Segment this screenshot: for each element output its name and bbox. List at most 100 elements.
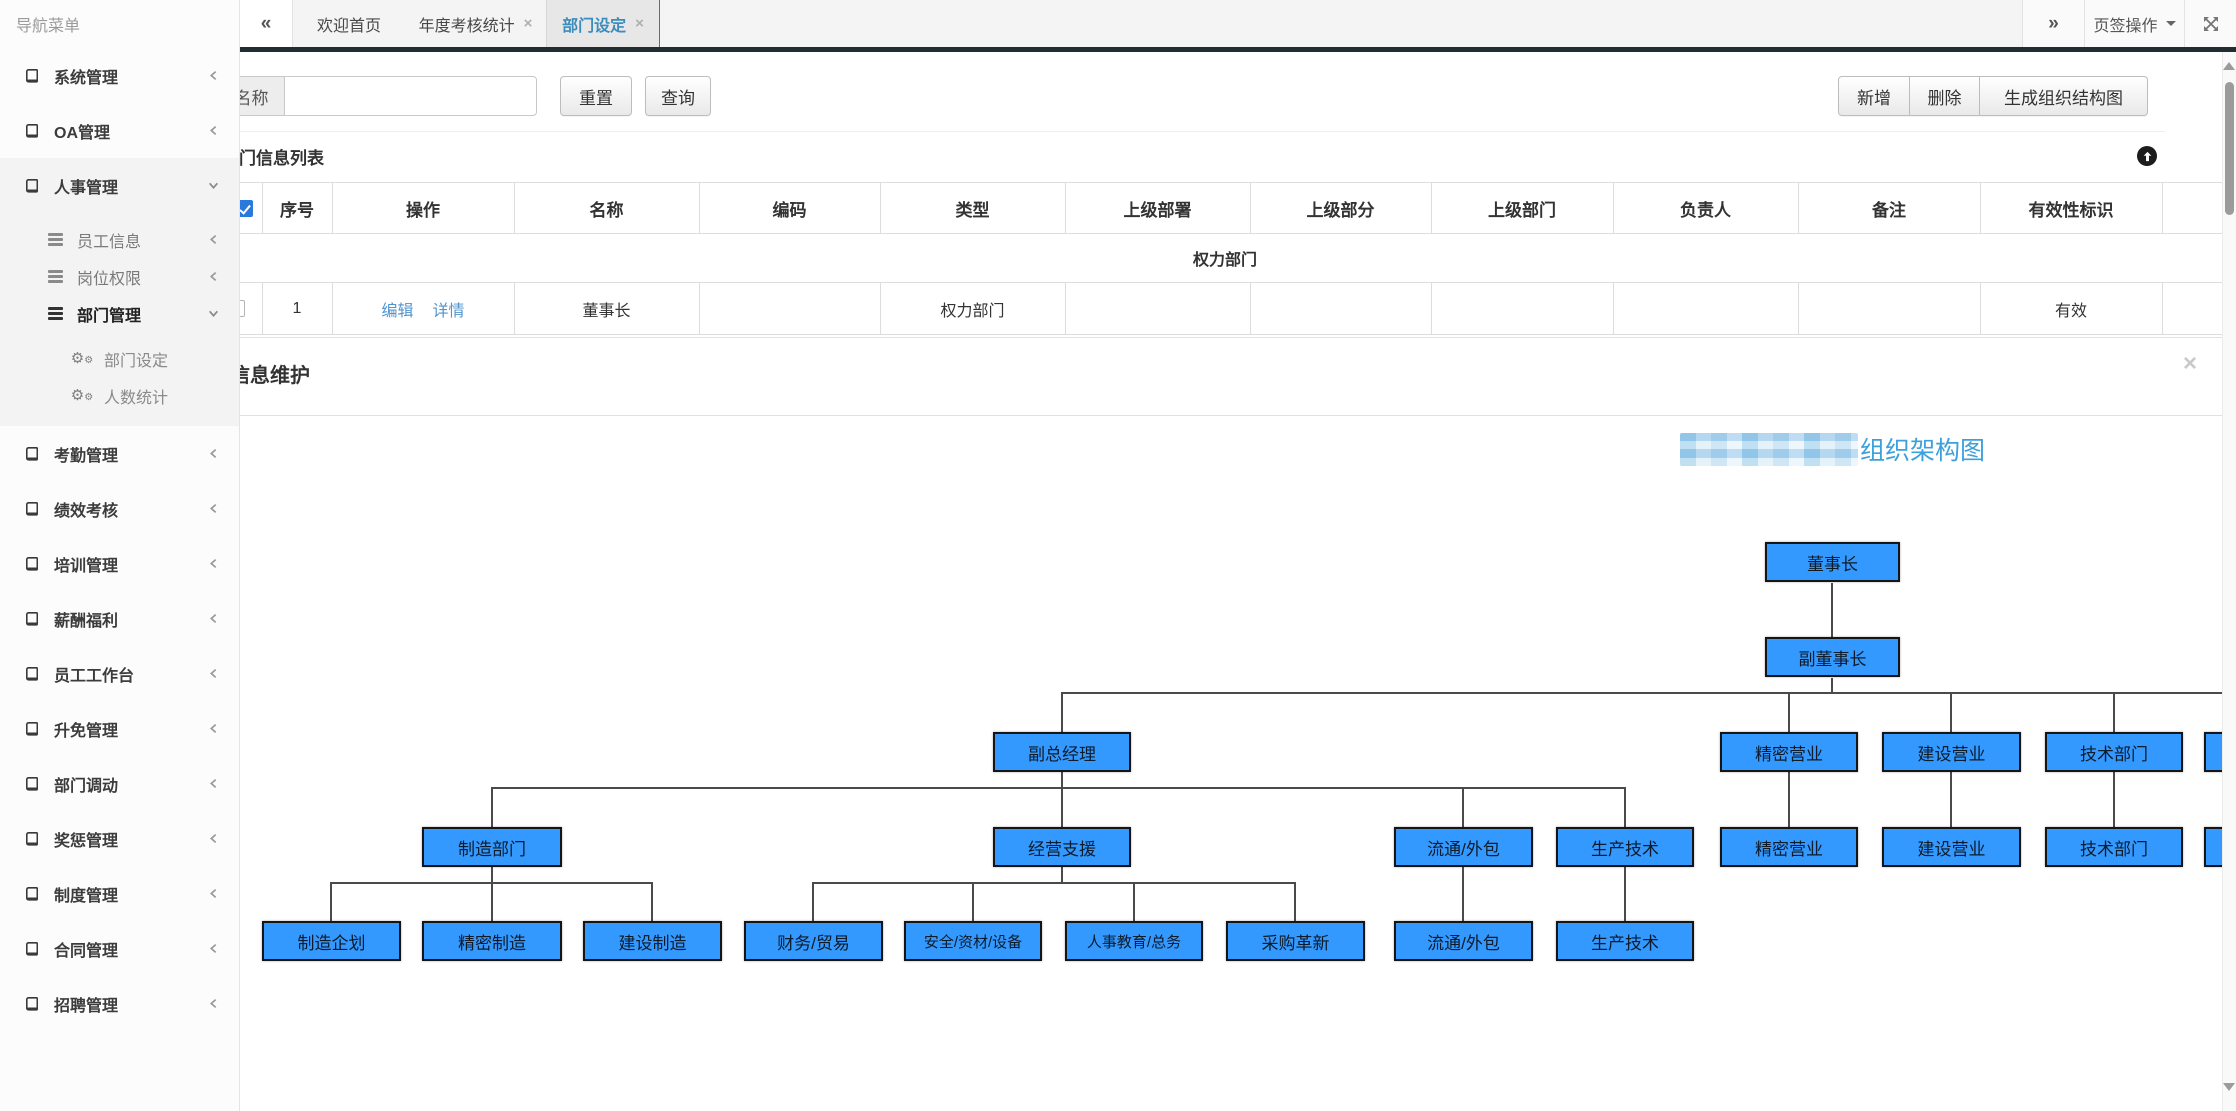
org-node-precision-mfg[interactable]: 精密制造 [422, 921, 562, 961]
org-connector [491, 787, 493, 827]
sidebar-item-dept-mgmt[interactable]: 部门管理 [0, 295, 239, 332]
org-connector [1294, 882, 1296, 921]
sidebar-item-promotion-mgmt[interactable]: 升免管理 [0, 701, 239, 756]
chevron-left-icon [209, 271, 217, 282]
sidebar-item-reward-punish-mgmt[interactable]: 奖惩管理 [0, 811, 239, 866]
org-node-precision-sales[interactable]: 精密营业 [1720, 732, 1858, 772]
arrow-up-icon [2143, 151, 2151, 161]
org-connector [491, 867, 493, 882]
sidebar-item-performance-review[interactable]: 绩效考核 [0, 481, 239, 536]
close-icon[interactable]: × [2183, 350, 2198, 377]
delete-button[interactable]: 删除 [1910, 76, 1980, 116]
tabbar-bottom-strip [240, 47, 2236, 52]
fullscreen-button[interactable] [2185, 0, 2236, 47]
org-connector [1624, 787, 1626, 827]
org-node-logistics-outsourcing-2[interactable]: 流通/外包 [1394, 921, 1533, 961]
search-button[interactable]: 查询 [645, 76, 711, 116]
sidebar-item-system-mgmt[interactable]: 系统管理 [0, 48, 239, 103]
org-connector [1950, 772, 1952, 827]
tab-welcome[interactable]: 欢迎首页 [316, 17, 381, 35]
column-header-10: 有效性标识 [1980, 182, 2163, 234]
close-tab-icon[interactable]: × [635, 15, 644, 32]
org-node-mfg-planning[interactable]: 制造企划 [262, 921, 401, 961]
org-node-logistics-outsourcing[interactable]: 流通/外包 [1394, 827, 1533, 867]
scrollbar-up-arrow[interactable] [2223, 62, 2235, 70]
sidebar-item-salary-welfare[interactable]: 薪酬福利 [0, 591, 239, 646]
cell-type: 权力部门 [880, 282, 1066, 335]
sidebar-item-headcount-stat[interactable]: ⚙⚙人数统计 [70, 386, 169, 407]
list-panel-title: 部门信息列表 [222, 149, 324, 168]
tabs-scroll-left-button[interactable]: « [240, 0, 293, 47]
org-node-procurement-innovation[interactable]: 采购革新 [1226, 921, 1365, 961]
column-header-9: 备注 [1798, 182, 1981, 234]
cell-seq: 1 [262, 282, 333, 335]
org-node-biz-support[interactable]: 经营支援 [993, 827, 1131, 867]
chevron-left-icon [209, 943, 217, 954]
edit-link[interactable]: 编辑 [381, 302, 414, 320]
detail-link[interactable]: 详情 [432, 302, 465, 320]
sidebar-item-post-permission[interactable]: 岗位权限 [0, 258, 239, 295]
tab-annual-review-stats[interactable]: 年度考核统计 × [418, 15, 533, 35]
cell-code [699, 282, 881, 335]
column-header-4: 类型 [880, 182, 1066, 234]
column-header-8: 负责人 [1613, 182, 1799, 234]
org-node-construction-mfg[interactable]: 建设制造 [583, 921, 722, 961]
sidebar-item-staff-workbench[interactable]: 员工工作台 [0, 646, 239, 701]
org-node-vice-chairman[interactable]: 副董事长 [1765, 637, 1900, 677]
sidebar-item-recruit-mgmt[interactable]: 招聘管理 [0, 976, 239, 1031]
generate-orgchart-button[interactable]: 生成组织结构图 [1980, 76, 2148, 116]
table-group-row[interactable]: 权力部门 [228, 233, 2222, 283]
reset-button[interactable]: 重置 [560, 76, 632, 116]
sidebar-item-hr-mgmt[interactable]: 人事管理 [0, 158, 239, 213]
org-node-deputy-gm[interactable]: 副总经理 [993, 732, 1131, 772]
cell-parent-dept1 [1065, 282, 1251, 335]
caret-down-icon [2165, 21, 2176, 26]
sidebar-item-contract-mgmt[interactable]: 合同管理 [0, 921, 239, 976]
org-node-tech-dept[interactable]: 技术部门 [2045, 732, 2183, 772]
column-header-0: 序号 [262, 182, 333, 234]
org-connector [491, 787, 1626, 789]
sidebar-item-training-mgmt[interactable]: 培训管理 [0, 536, 239, 591]
divider [0, 415, 2222, 416]
chevron-left-icon [209, 503, 217, 514]
vertical-scrollbar[interactable] [2222, 52, 2236, 1111]
org-connector [1133, 882, 1135, 921]
tab-dept-setting[interactable]: 部门设定 × [546, 0, 660, 47]
scrollbar-down-arrow[interactable] [2223, 1083, 2235, 1091]
double-chevron-right-icon: » [2048, 12, 2059, 34]
org-node-construction-sales[interactable]: 建设营业 [1882, 732, 2021, 772]
book-icon [26, 556, 38, 571]
page-ops-dropdown[interactable]: 页签操作 [2085, 0, 2185, 47]
org-node-construction-sales-2[interactable]: 建设营业 [1882, 827, 2021, 867]
close-tab-icon[interactable]: × [523, 15, 533, 32]
sidebar-item-attendance-mgmt[interactable]: 考勤管理 [0, 426, 239, 481]
org-node-prod-tech[interactable]: 生产技术 [1556, 827, 1694, 867]
org-connector [1624, 867, 1626, 921]
add-button[interactable]: 新增 [1838, 76, 1910, 116]
name-input[interactable] [284, 76, 537, 116]
org-connector [2113, 692, 2115, 732]
chevron-left-icon [209, 998, 217, 1009]
divider [0, 337, 2222, 338]
sidebar-item-employee-info[interactable]: 员工信息 [0, 221, 239, 258]
sidebar-item-oa-mgmt[interactable]: OA管理 [0, 103, 239, 158]
sidebar-item-dept-setting[interactable]: ⚙⚙部门设定 [70, 349, 169, 370]
org-node-tech-dept-2[interactable]: 技术部门 [2045, 827, 2183, 867]
org-connector [1061, 692, 1063, 732]
org-node-clipped-branch-2[interactable] [2204, 827, 2222, 867]
cell-remark [1798, 282, 1981, 335]
sidebar-item-dept-transfer[interactable]: 部门调动 [0, 756, 239, 811]
org-node-prod-tech-2[interactable]: 生产技术 [1556, 921, 1694, 961]
org-node-finance-trade[interactable]: 财务/贸易 [744, 921, 883, 961]
org-node-precision-sales-2[interactable]: 精密营业 [1720, 827, 1858, 867]
collapse-panel-button[interactable] [2137, 146, 2157, 166]
table-row[interactable]: 1 编辑 详情 董事长 权力部门 有效 [228, 282, 2222, 335]
tabs-scroll-right-button[interactable]: » [2022, 0, 2085, 47]
org-node-mfg-dept[interactable]: 制造部门 [422, 827, 562, 867]
org-node-clipped-branch[interactable] [2204, 732, 2222, 772]
org-node-hr-education-general[interactable]: 人事教育/总务 [1065, 921, 1203, 961]
scrollbar-thumb[interactable] [2225, 82, 2234, 215]
org-node-chairman[interactable]: 董事长 [1765, 542, 1900, 582]
sidebar-item-policy-mgmt[interactable]: 制度管理 [0, 866, 239, 921]
org-node-safety-material-equipment[interactable]: 安全/资材/设备 [904, 921, 1042, 961]
